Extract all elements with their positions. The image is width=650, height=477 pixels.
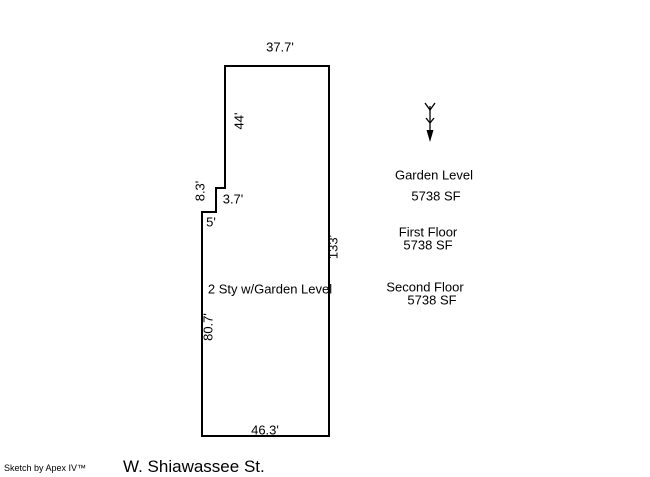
dimension-left-lower: 80.7' [200,313,216,341]
street-name-label: W. Shiawassee St. [123,457,265,476]
level-area-garden: 5738 SF [411,188,461,204]
dimension-bottom: 46.3' [251,422,279,438]
dimension-left-upper: 44' [231,112,247,130]
sketch-credit-label: Sketch by Apex IV™ [4,463,87,473]
level-name-second: Second Floor [386,279,464,295]
north-arrow-icon [424,102,436,142]
building-type-label: 2 Sty w/Garden Level [207,281,333,297]
level-area-second: 5738 SF [407,292,457,308]
level-area-first: 5738 SF [403,237,453,253]
level-name-garden: Garden Level [394,167,474,183]
level-name-first: First Floor [398,224,458,240]
dimension-notch-top: 3.7' [222,191,244,207]
dimension-notch-step: 5' [206,214,216,230]
dimension-top: 37.7' [266,39,294,55]
dimension-notch-side: 8.3' [192,180,208,202]
dimension-right: 133' [325,234,341,260]
building-footprint-polygon [201,65,330,437]
